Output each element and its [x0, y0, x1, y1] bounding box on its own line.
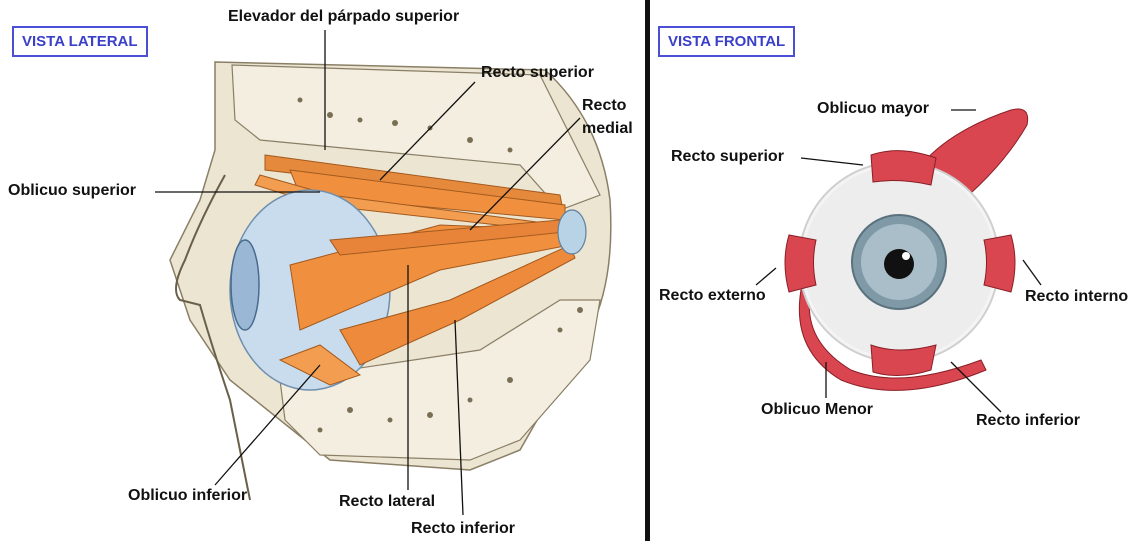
lateral-view-title: VISTA LATERAL — [12, 26, 148, 57]
inferior-rectus-muscle-frontal — [871, 345, 936, 376]
label-medial-rectus: Recto medial — [582, 94, 633, 140]
frontal-view-panel: VISTA FRONTAL Oblicuo mayor Recto superi… — [651, 0, 1148, 541]
panel-divider — [645, 0, 650, 541]
label-superior-oblique-frontal: Oblicuo mayor — [817, 100, 929, 118]
superior-rectus-muscle-frontal — [871, 151, 936, 185]
label-levator: Elevador del párpado superior — [228, 8, 459, 26]
pupil — [884, 249, 914, 279]
frontal-view-title: VISTA FRONTAL — [658, 26, 795, 57]
label-superior-oblique: Oblicuo superior — [8, 182, 136, 200]
label-inferior-oblique: Oblicuo inferior — [128, 487, 247, 505]
label-lateral-rectus: Recto lateral — [339, 493, 435, 511]
label-lateral-rectus-frontal: Recto externo — [659, 287, 766, 305]
label-superior-rectus: Recto superior — [481, 64, 594, 82]
medial-rectus-muscle-frontal — [984, 235, 1015, 292]
common-tendinous-ring — [558, 210, 586, 254]
lateral-rectus-muscle-frontal — [785, 235, 816, 292]
lateral-view-panel: VISTA LATERAL Elevador del párpado super… — [0, 0, 645, 541]
cornea — [231, 240, 259, 330]
label-superior-rectus-frontal: Recto superior — [671, 148, 784, 166]
frontal-view-illustration — [651, 0, 1148, 541]
label-inferior-rectus: Recto inferior — [411, 520, 515, 538]
label-inferior-rectus-frontal: Recto inferior — [976, 412, 1080, 430]
label-inferior-oblique-frontal: Oblicuo Menor — [761, 401, 873, 419]
label-medial-rectus-frontal: Recto interno — [1025, 288, 1128, 306]
